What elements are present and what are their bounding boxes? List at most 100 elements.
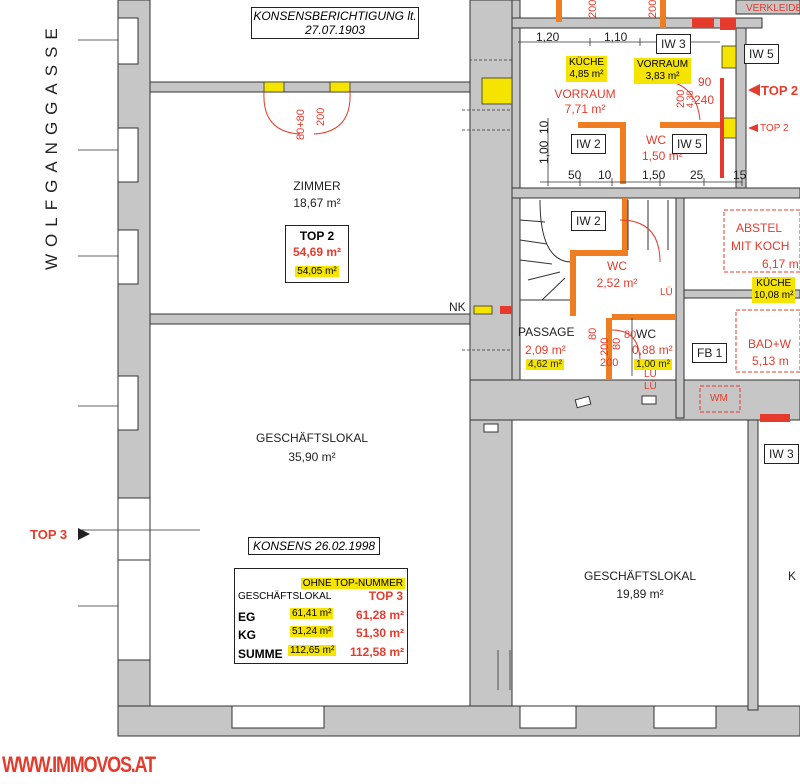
top-wall [149,81,471,93]
iw5-tag-b: IW 5 [672,134,707,154]
dim-25: 25 [690,168,704,182]
row-red: 61,28 m² [355,608,404,622]
lue-3: LÜ [644,381,657,392]
dim-50: 50 [568,168,582,182]
dim-430: 4,30 [685,90,695,108]
dim-200top2: 200 [647,0,659,18]
wc3-area-hl: 1,00 m² [634,359,672,370]
fb1-tag: FB 1 [692,343,728,363]
nk-label: NK [449,300,466,314]
corridor-wall [469,379,800,421]
summary-header: OHNE TOP-NUMMER [300,578,405,589]
dim-90: 90 [698,75,712,89]
kueche2-name: KÜCHE [756,278,792,289]
vorraum-hl-area: 3,83 m² [645,71,680,82]
row-red: 112,58 m² [349,645,404,659]
street-name: WOLFGANGGASSE [42,21,61,270]
bottom-windows [231,705,717,729]
note-konsens: KONSENS 26.02.1998 [248,537,381,555]
wc3-area-red: 0,88 m² [632,343,673,357]
top2-area-hl: 54,05 m² [295,266,339,277]
abstell-line2: MIT KOCH [731,239,790,253]
right-wall [747,419,759,711]
note-konsensberichtigung: KONSENSBERICHTIGUNG lt. 27.07.1903 [251,7,419,39]
abstell-line1: ABSTEL [736,221,783,235]
zimmer-name: ZIMMER [293,179,341,193]
summary-row-kg: KG 51,24 m² 51,30 m² [238,626,404,644]
row-label: KG [238,628,256,642]
central-wall [469,0,513,421]
stair [519,199,669,301]
edge-k-label: K [788,569,797,583]
dim-80b: 80 [624,329,637,341]
note-line2: 27.07.1903 [304,23,366,37]
wm-label: WM [710,393,728,404]
row-label: EG [238,610,256,624]
left-windows [117,17,151,661]
vorraum-red-area: 7,71 m² [564,102,606,116]
iw2-tag-b: IW 2 [571,211,606,231]
vorraum-red-name: VORRAUM [554,87,616,101]
dim-100: 1,00 [537,140,551,164]
orange-partitions [556,0,720,380]
bad-name: BAD+W [748,337,792,351]
row-red: 51,30 m² [355,626,404,640]
kueche-name: KÜCHE [569,57,605,68]
central-wall-lower [469,379,513,707]
geschaeft1-area: 35,90 m² [288,450,336,464]
red-dash-outlines [699,209,800,413]
zimmer-area: 18,67 m² [293,196,341,210]
top2-arrow-small-icon [748,124,758,132]
door-dim-a: 80+80 [295,109,307,140]
kueche-area: 4,85 m² [569,69,604,80]
grid-lines [78,39,511,690]
vorraum-hl-name: VORRAUM [637,59,689,70]
dim-120: 1,20 [536,30,560,44]
geschaeft2-area: 19,89 m² [616,587,664,601]
row-hl: 112,65 m² [288,645,337,656]
geschaeft2-name: GESCHÄFTSLOKAL [583,569,697,583]
passage-area-red: 2,09 m² [525,343,566,357]
wc2-area: 2,52 m² [596,276,638,290]
passage-area-hl: 4,62 m² [526,359,564,370]
kueche2-label: KÜCHE 10,08 m² [752,277,796,303]
top3-arrow-icon [78,528,90,540]
vorraum-hl-label: VORRAUM 3,83 m² [634,58,692,84]
top3-pointer: TOP 3 [30,527,68,542]
dim-15: 15 [733,168,747,182]
bad-area: 5,13 m [752,354,789,368]
summary-row-summe: SUMME 112,65 m² 112,58 m² [238,645,404,663]
dim-150: 1,50 [642,168,666,182]
wc1-name: WC [646,133,666,147]
dim-240: 240 [694,93,715,107]
summary-table: OHNE TOP-NUMMER GESCHÄFTSLOKAL TOP 3 EG … [234,568,408,664]
door-dim-b: 200 [315,107,327,126]
iw3-tag-b: IW 3 [764,444,799,464]
dim-200c: 200 [599,337,611,356]
mid-wall [149,313,471,325]
dim-110: 1,10 [604,30,628,44]
lue-2: LÜ [644,369,657,380]
top2-box: TOP 2 54,69 m² 54,05 m² [285,225,349,283]
geschaeft1-name: GESCHÄFTSLOKAL [255,431,369,445]
row-hl: 61,41 m² [290,608,334,619]
passage-name: PASSAGE [518,325,575,339]
dim-10b: 10 [598,168,612,182]
wc2-name: WC [607,259,627,273]
iw5-tag-top: IW 5 [744,44,779,64]
top2-arrow-icon [748,84,760,96]
top2-title: TOP 2 [299,229,335,243]
dim-10a: 10 [537,120,551,134]
logo-url[interactable]: WWW.IMMOVOS.AT [2,752,156,777]
dim-200top: 200 [587,0,599,18]
dim-80: 80 [587,327,599,340]
iw3-tag-top: IW 3 [656,34,691,54]
wc3-name: WC [636,327,656,341]
lue-1: LÜ [660,287,673,298]
top2-pointer-a: TOP 2 [761,83,799,98]
kueche2-area: 10,08 m² [754,290,794,301]
dimension-lines [518,38,743,376]
verkleide-label: VERKLEIDE [746,3,800,14]
